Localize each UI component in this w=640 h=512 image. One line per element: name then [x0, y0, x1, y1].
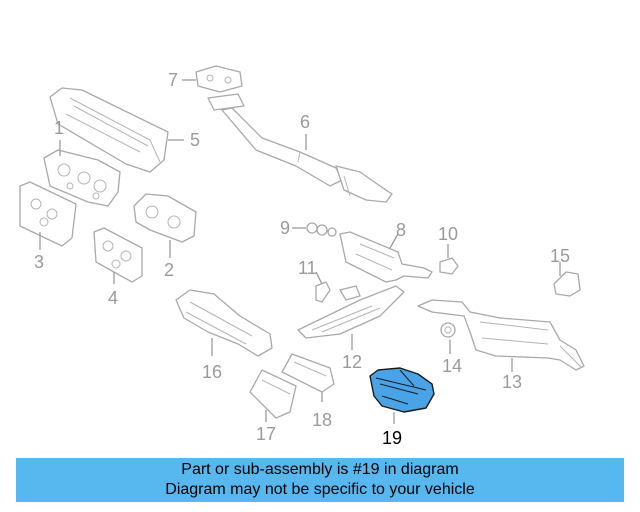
banner-line-2: Diagram may not be specific to your vehi… [165, 481, 475, 498]
callout-7: 7 [168, 70, 178, 90]
callout-3: 3 [34, 252, 44, 272]
part-12-heat-shield [297, 285, 405, 339]
callout-13: 13 [502, 372, 522, 392]
part-4-gasket [93, 227, 143, 283]
callout-19: 19 [382, 428, 402, 448]
callout-6: 6 [300, 112, 310, 132]
part-6-front-pipe [207, 93, 393, 203]
part-5-heat-shield [49, 87, 169, 173]
callout-14: 14 [442, 356, 462, 376]
callout-10: 10 [438, 224, 458, 244]
part-15-hanger-bracket [553, 271, 581, 297]
info-banner: Part or sub-assembly is #19 in diagram D… [16, 458, 624, 502]
part-2-manifold [133, 193, 197, 243]
callout-15: 15 [550, 246, 570, 266]
part-11-bracket [315, 281, 361, 303]
callout-8: 8 [396, 220, 406, 240]
exhaust-parts-diagram: 5 1 3 2 4 7 6 9 [19, 65, 585, 448]
callout-11: 11 [298, 258, 317, 278]
callout-2: 2 [164, 260, 174, 280]
callout-18: 18 [312, 410, 332, 430]
part-7-flange-gasket [195, 65, 243, 93]
part-16-heat-shield [175, 289, 273, 357]
part-9-clamp [306, 222, 337, 237]
part-8-center-pipe [339, 231, 433, 283]
part-18-heat-shield [281, 353, 335, 393]
callout-9: 9 [280, 218, 290, 238]
part-19-heat-shield-highlighted [369, 367, 435, 413]
part-1-gasket [43, 149, 121, 207]
callout-12: 12 [342, 352, 362, 372]
part-13-rear-muffler [417, 299, 585, 371]
callout-4: 4 [108, 288, 118, 308]
callout-1: 1 [54, 118, 64, 138]
part-3-gasket-plate [19, 181, 77, 247]
part-17-heat-shield [249, 369, 297, 419]
part-10-hanger [439, 257, 459, 275]
callout-16: 16 [202, 362, 222, 382]
banner-line-1: Part or sub-assembly is #19 in diagram [181, 461, 459, 478]
part-14-clamp [440, 322, 456, 338]
callout-17: 17 [256, 424, 276, 444]
callout-5: 5 [190, 130, 200, 150]
